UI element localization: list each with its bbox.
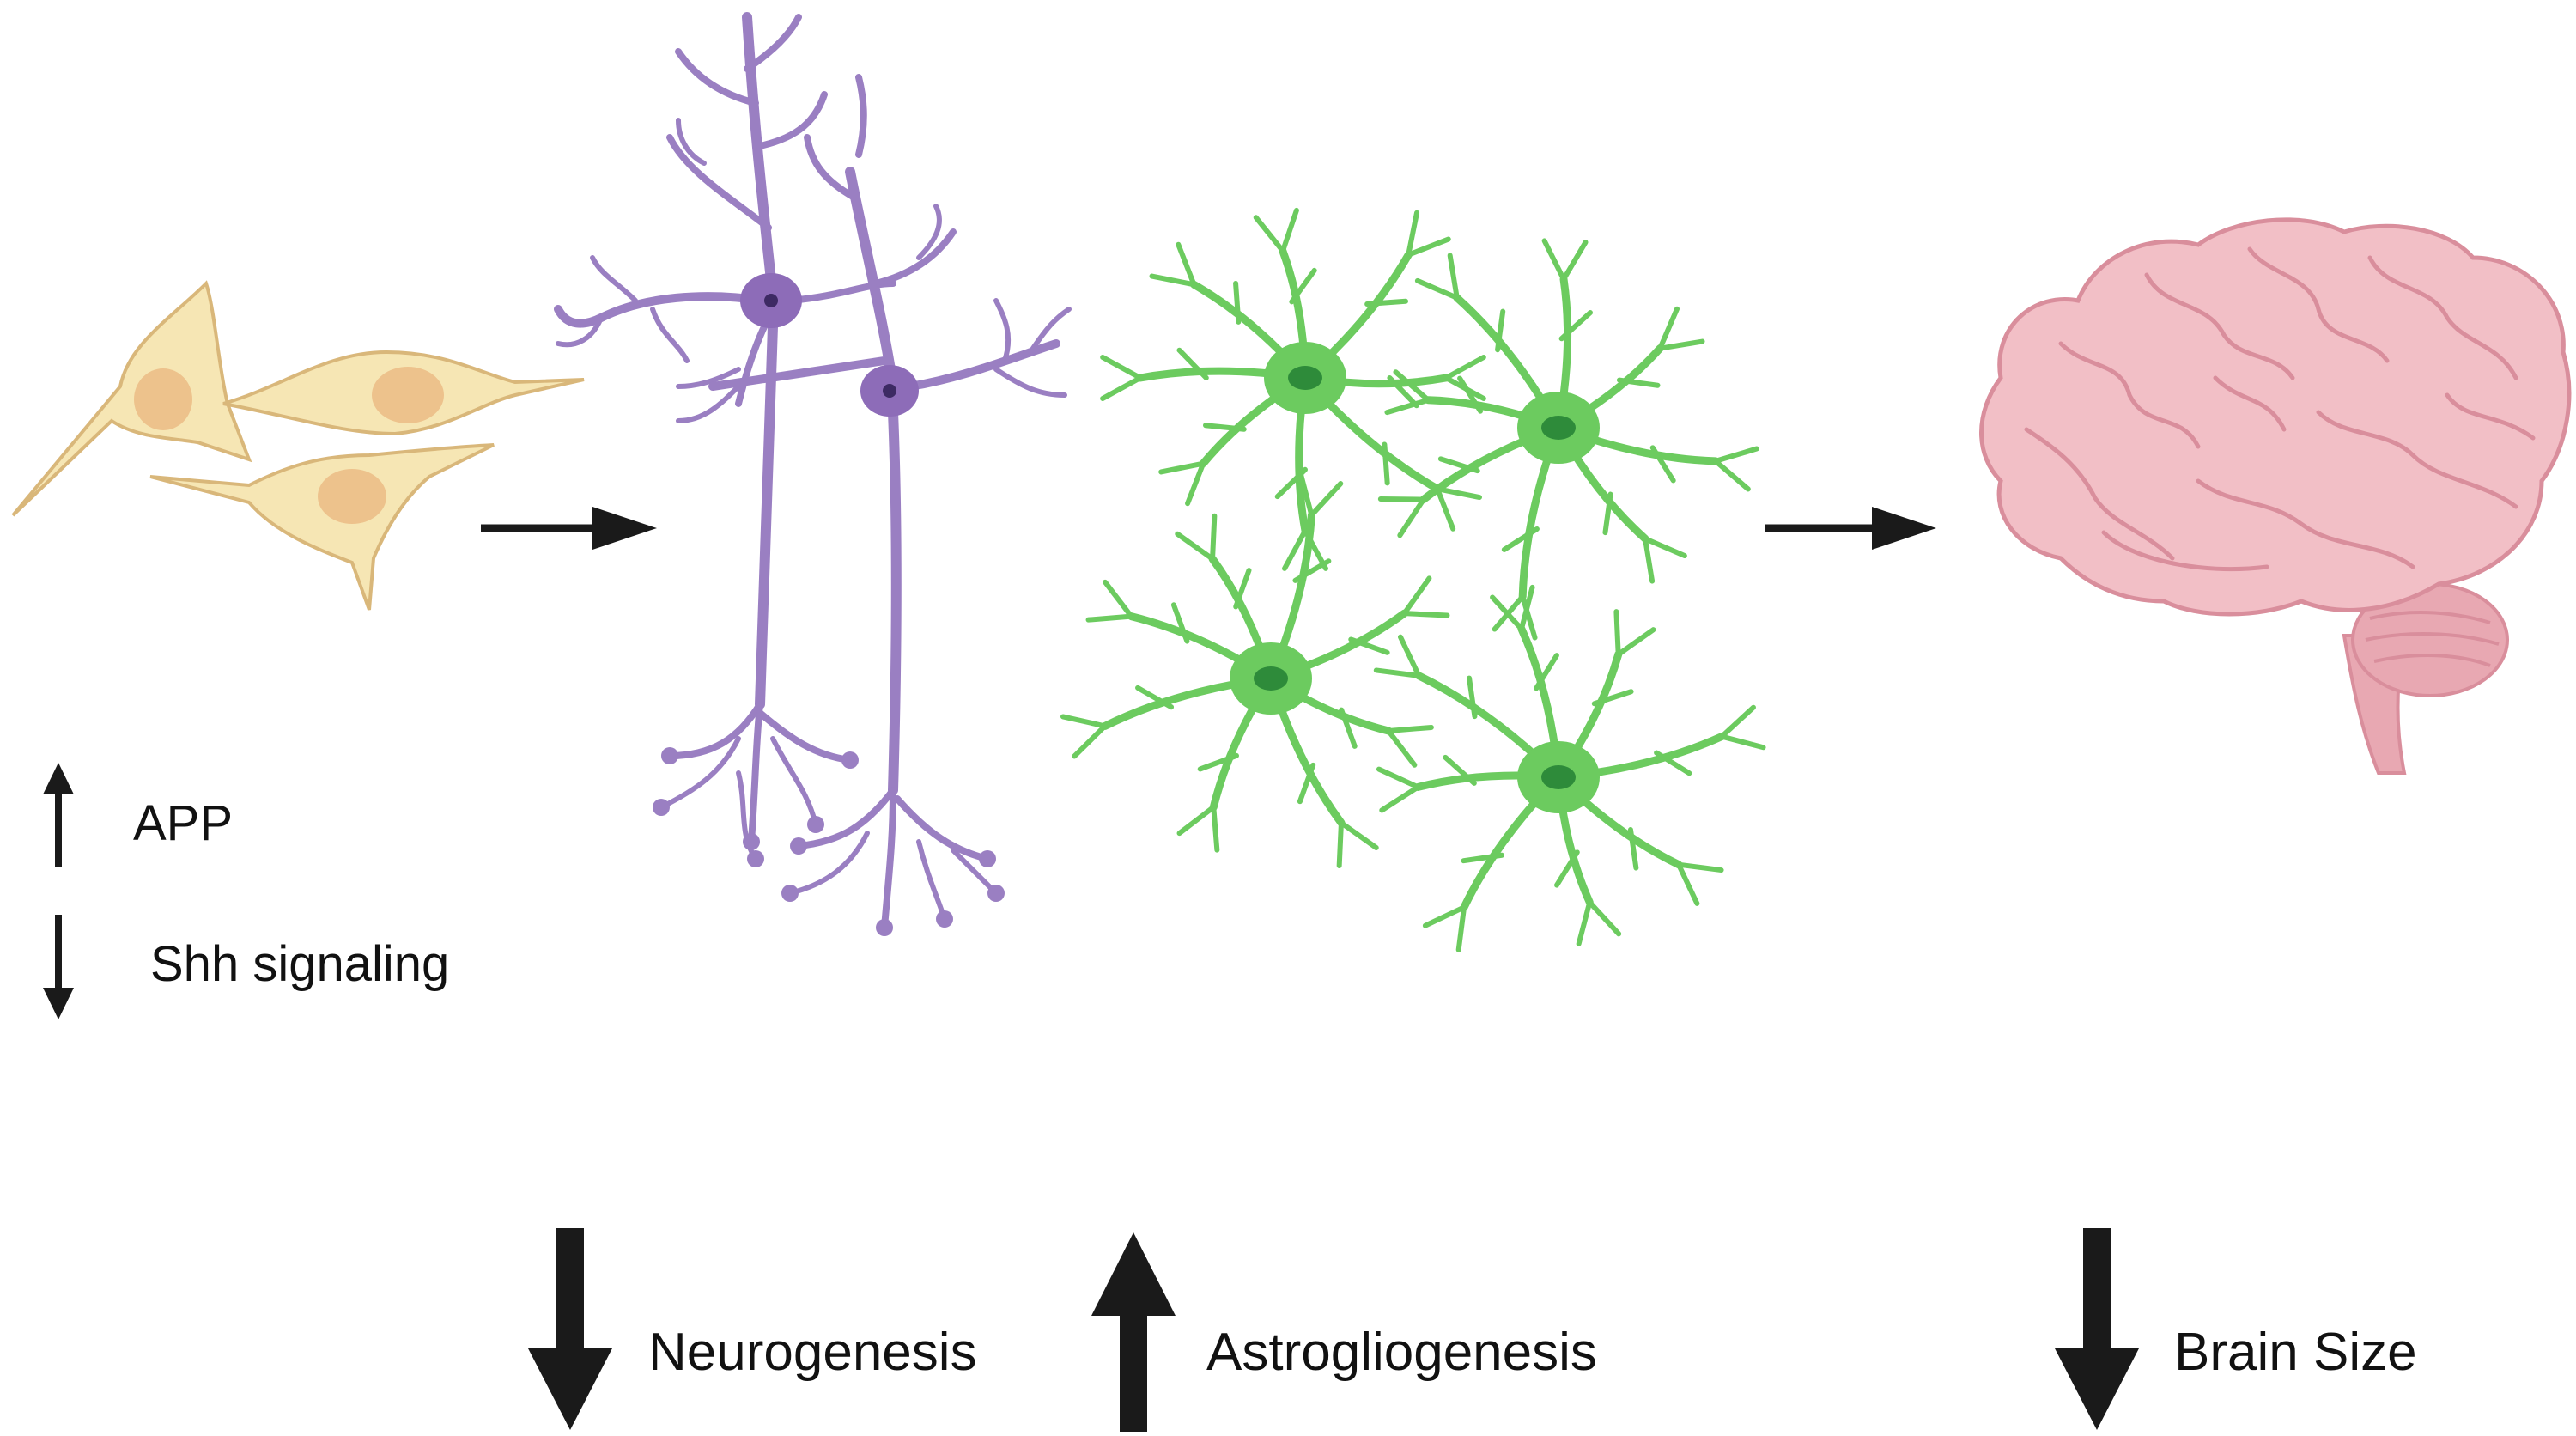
- astrocyte: [1373, 584, 1766, 952]
- arrow-to-brain: [1765, 507, 1936, 550]
- arrow-to-neurons: [481, 507, 657, 550]
- progenitor-cells-icon: [11, 280, 585, 611]
- arrow-down-icon: [2055, 1228, 2139, 1430]
- legend-label-shh-signaling: Shh signaling: [150, 936, 449, 992]
- legend-item-app: APP: [43, 763, 233, 867]
- arrow-down-icon: [43, 915, 74, 1019]
- neuron-2: [676, 74, 1072, 931]
- brain-icon: [1979, 217, 2572, 775]
- neuron-1: [554, 12, 896, 861]
- outcome-neurogenesis: Neurogenesis: [528, 1228, 977, 1430]
- neurons-icon: [554, 12, 1072, 936]
- outcome-astrogliogenesis: Astrogliogenesis: [1091, 1232, 1597, 1432]
- left-legend: APP Shh signaling: [43, 763, 449, 1019]
- arrow-down-icon: [528, 1228, 612, 1430]
- outcome-label-astrogliogenesis: Astrogliogenesis: [1206, 1323, 1597, 1382]
- progenitor-cell: [11, 280, 252, 517]
- legend-item-shh: Shh signaling: [43, 915, 449, 1019]
- arrow-up-icon: [43, 763, 74, 867]
- astrocyte: [1377, 238, 1759, 641]
- arrow-up-icon: [1091, 1232, 1176, 1432]
- outcome-label-neurogenesis: Neurogenesis: [648, 1323, 977, 1382]
- outcome-label-brain-size: Brain Size: [2174, 1323, 2417, 1382]
- astrocyte: [1100, 207, 1486, 571]
- progenitor-cell: [149, 443, 495, 611]
- astrocyte: [1060, 471, 1450, 869]
- progenitor-cell: [222, 350, 585, 436]
- outcome-brain-size: Brain Size: [2055, 1228, 2417, 1430]
- astrocytes-icon: [1060, 207, 1766, 952]
- legend-label-app: APP: [133, 795, 233, 851]
